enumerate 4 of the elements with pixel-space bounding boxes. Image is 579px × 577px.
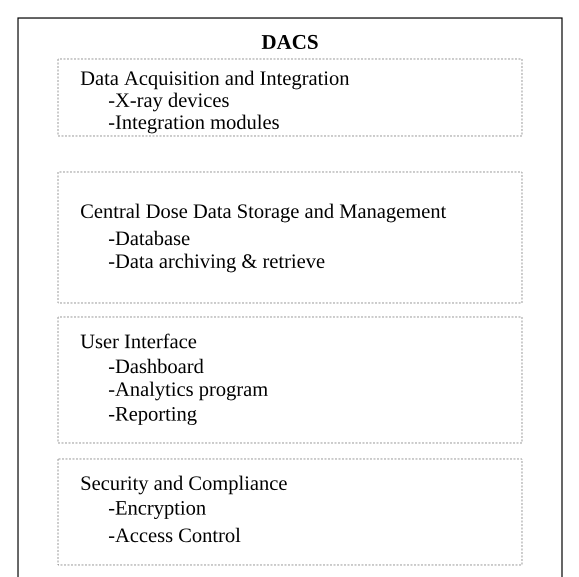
component-box: Security and Compliance -Encryption -Access Control [58,458,522,566]
component-box: User Interface -Dashboard -Analytics program -Reporting [58,316,522,444]
component-box: Data Acquisition and Integration -X-ray devices -Integration modules [58,58,522,136]
component-box: Central Dose Data Storage and Management -Database -Data archiving & retrieve [58,172,522,304]
